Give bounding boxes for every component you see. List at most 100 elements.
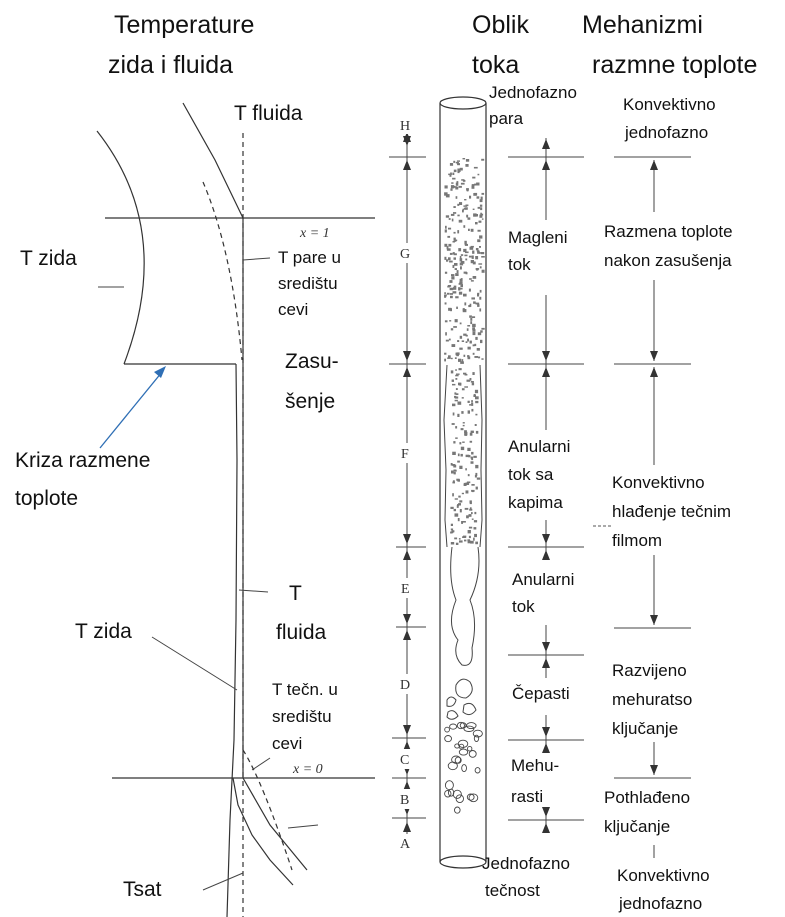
mist-droplet bbox=[447, 235, 451, 238]
mist-droplet bbox=[467, 356, 471, 360]
mist-droplet bbox=[477, 292, 480, 295]
flow-arrow-4 bbox=[542, 367, 550, 377]
entrained-droplet bbox=[454, 396, 459, 399]
mist-droplet bbox=[480, 196, 483, 200]
mist-droplet bbox=[453, 326, 457, 328]
flow-arrow-10 bbox=[542, 743, 550, 753]
entrained-droplet bbox=[471, 518, 474, 520]
mist-droplet bbox=[458, 283, 461, 285]
entrained-droplet bbox=[453, 441, 456, 444]
tube bbox=[439, 96, 487, 869]
mist-droplet bbox=[478, 356, 481, 359]
entrained-droplet bbox=[466, 515, 469, 519]
mist-droplet bbox=[479, 246, 481, 248]
mist-droplet bbox=[448, 257, 451, 261]
t-pare-label-1: T pare u bbox=[278, 248, 341, 267]
mist-droplet bbox=[474, 183, 478, 186]
region-a-arrow-up bbox=[403, 822, 411, 832]
mist-droplet bbox=[472, 327, 475, 330]
mist-droplet bbox=[444, 320, 448, 323]
entrained-droplet bbox=[460, 453, 463, 457]
mist-droplet bbox=[464, 302, 467, 306]
entrained-droplet bbox=[469, 508, 473, 511]
mist-droplet bbox=[459, 347, 463, 350]
flow-bottom-1: Jednofazno bbox=[482, 854, 570, 873]
mist-droplet bbox=[456, 160, 460, 162]
mist-droplet bbox=[478, 263, 483, 265]
region-g-arrow-up bbox=[403, 160, 411, 170]
mist-droplet bbox=[480, 213, 484, 216]
mist-droplet bbox=[469, 246, 474, 250]
mist-droplet bbox=[473, 301, 476, 304]
flow-arrow-8 bbox=[542, 658, 550, 668]
mist-droplet bbox=[477, 239, 481, 243]
entrained-droplet bbox=[463, 372, 467, 375]
mist-droplet bbox=[454, 357, 457, 359]
entrained-droplet bbox=[469, 502, 472, 505]
t-pare-label-2: središtu bbox=[278, 274, 338, 293]
flow-mist-label-2: tok bbox=[508, 255, 531, 274]
flow-top-label-2: para bbox=[489, 109, 524, 128]
mist-droplet bbox=[464, 248, 467, 252]
entrained-droplet bbox=[466, 379, 470, 382]
mist-droplet bbox=[468, 305, 471, 308]
mist-droplet bbox=[472, 250, 475, 254]
mist-droplet bbox=[444, 352, 447, 355]
mist-droplet bbox=[464, 207, 468, 210]
entrained-droplet bbox=[453, 508, 456, 512]
mist-droplet bbox=[471, 184, 476, 186]
region-e-arrow-down bbox=[403, 614, 411, 624]
kriza-label-2: toplote bbox=[15, 487, 78, 510]
mech-post-dryout-1: Razmena toplote bbox=[604, 222, 733, 241]
zasusenje-label-1: Zasu- bbox=[285, 350, 339, 373]
vapour-bubble bbox=[467, 745, 473, 752]
entrained-droplet bbox=[451, 423, 455, 425]
wall-temp-subcooled bbox=[232, 777, 294, 886]
mist-droplet bbox=[455, 186, 459, 190]
entrained-droplet bbox=[475, 413, 478, 416]
entrained-droplet bbox=[459, 442, 462, 445]
mist-droplet bbox=[476, 196, 480, 199]
entrained-droplet bbox=[469, 432, 473, 436]
entrained-droplet bbox=[457, 413, 460, 417]
mech-arrow-4 bbox=[650, 615, 658, 625]
mist-droplet bbox=[444, 185, 448, 189]
entrained-droplet bbox=[465, 468, 467, 471]
subcooled-leader-1 bbox=[287, 824, 319, 829]
mist-droplet bbox=[481, 358, 484, 360]
flow-bubbly-1: Mehu- bbox=[511, 756, 559, 775]
mist-droplet bbox=[468, 228, 470, 231]
entrained-droplet bbox=[454, 498, 458, 500]
mist-droplet bbox=[453, 186, 457, 188]
x1-label: x = 1 bbox=[299, 226, 330, 241]
mist-droplets bbox=[444, 158, 485, 545]
mist-droplet bbox=[465, 251, 469, 254]
region-e-bg bbox=[398, 578, 416, 598]
entrained-droplet bbox=[455, 542, 459, 545]
flow-slug: Čepasti bbox=[512, 684, 570, 703]
entrained-droplet bbox=[450, 370, 454, 374]
mist-droplet bbox=[445, 339, 449, 342]
entrained-droplet bbox=[451, 530, 455, 533]
mist-droplet bbox=[477, 304, 480, 307]
entrained-droplet bbox=[457, 401, 462, 405]
entrained-droplet bbox=[459, 465, 463, 469]
region-label-d: D bbox=[400, 678, 410, 693]
mist-droplet bbox=[463, 293, 467, 297]
vapour-bubble bbox=[449, 723, 458, 730]
mist-droplet bbox=[470, 280, 474, 282]
mist-droplet bbox=[465, 341, 468, 343]
mist-droplet bbox=[459, 258, 463, 262]
mist-droplet bbox=[479, 289, 482, 293]
mist-droplet bbox=[479, 199, 483, 203]
mist-droplet bbox=[453, 206, 456, 208]
entrained-droplet bbox=[453, 464, 457, 468]
temperature-header-line1: Temperature bbox=[114, 11, 254, 39]
mist-droplet bbox=[449, 287, 454, 291]
mist-droplet bbox=[477, 332, 482, 336]
entrained-droplet bbox=[467, 474, 470, 477]
vapour-bubble bbox=[447, 788, 455, 797]
mist-droplet bbox=[475, 336, 478, 340]
region-label-e: E bbox=[401, 582, 410, 597]
